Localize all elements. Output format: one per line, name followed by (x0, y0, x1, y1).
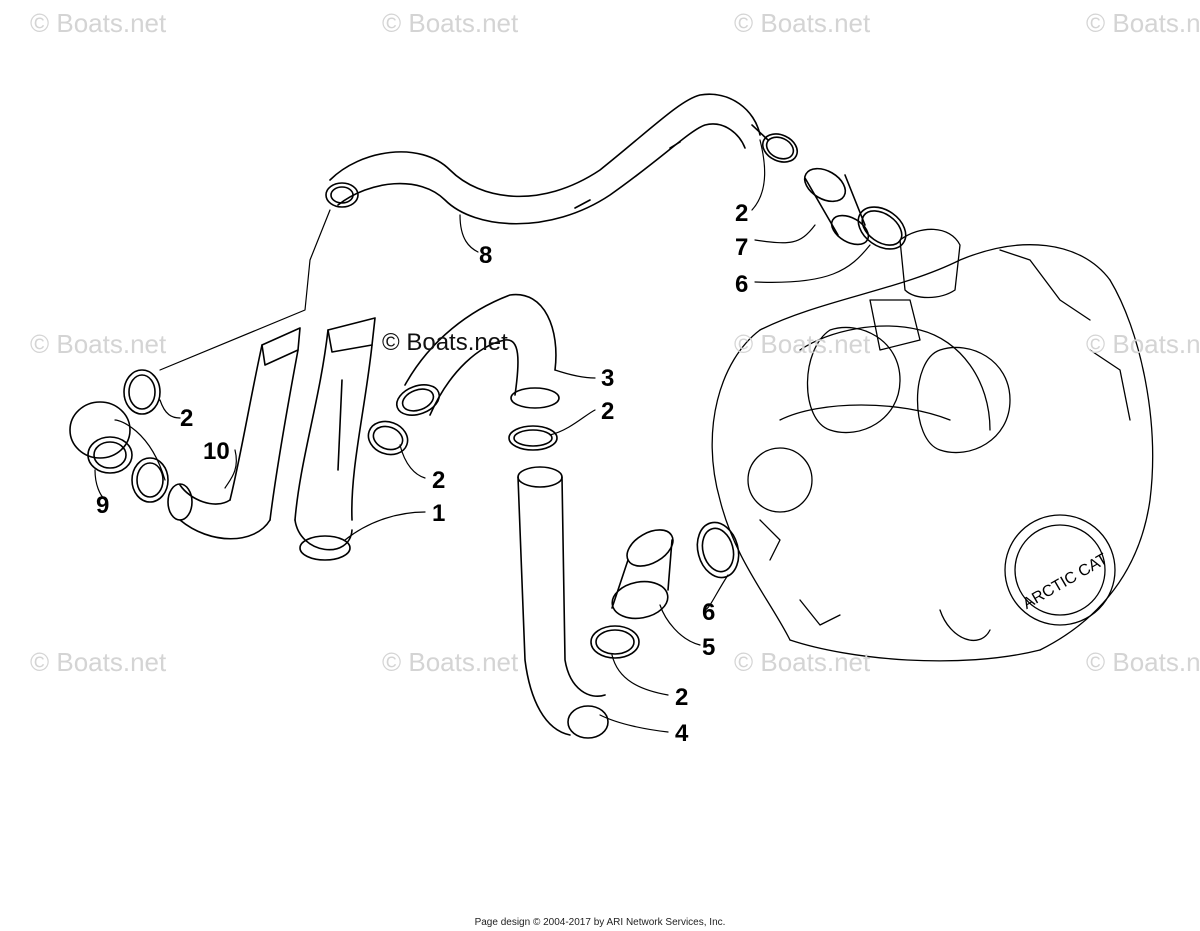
watermark: © Boats.net (1086, 647, 1200, 677)
watermark: © Boats.net (734, 329, 871, 359)
duct-part-8 (325, 93, 769, 225)
boot-part-5 (611, 529, 674, 620)
boot-part-9 (69, 401, 133, 474)
watermark: © Boats.net (1086, 329, 1200, 359)
callout-2: 2 (432, 467, 446, 494)
engine-assembly: ARCTIC CAT (711, 228, 1154, 662)
callout-5: 5 (702, 634, 716, 661)
callout-2: 2 (180, 405, 194, 432)
callout-6: 6 (735, 271, 749, 298)
boot-part-7 (803, 167, 870, 246)
callout-7: 7 (735, 234, 749, 261)
clamp-part-2-left-lower (131, 457, 169, 503)
watermark: © Boats.net (382, 647, 519, 677)
callout-10: 10 (203, 438, 230, 465)
callout-4: 4 (675, 720, 689, 747)
duct-part-3 (395, 293, 560, 416)
watermark: © Boats.net (30, 647, 167, 677)
clamp-part-2-lower (590, 625, 640, 659)
callout-2: 2 (735, 200, 749, 227)
callout-1: 1 (432, 500, 446, 527)
leader-lines (94, 139, 871, 733)
center-watermark: © Boats.net (382, 329, 508, 356)
callout-9: 9 (96, 492, 110, 519)
svg-text:ARCTIC CAT: ARCTIC CAT (1020, 551, 1111, 613)
duct-part-10 (167, 327, 301, 540)
callout-6: 6 (702, 599, 716, 626)
clamp-part-6-lower (696, 521, 740, 579)
clamp-part-2-mid (508, 425, 558, 451)
watermark: © Boats.net (30, 329, 167, 359)
callout-3: 3 (601, 365, 615, 392)
callout-2: 2 (675, 684, 689, 711)
watermark: © Boats.net (1086, 8, 1200, 38)
clamp-part-6-top (857, 206, 907, 250)
footer-credit: Page design © 2004-2017 by ARI Network S… (474, 917, 726, 928)
duct-part-4 (517, 466, 609, 739)
clamp-part-2-top (761, 133, 799, 163)
clamp-part-2-mid-left (367, 420, 409, 456)
clamp-part-2-left-upper (123, 369, 161, 415)
watermark: © Boats.net (382, 8, 519, 38)
watermark: © Boats.net (30, 8, 167, 38)
watermark: © Boats.net (734, 8, 871, 38)
callout-2: 2 (601, 398, 615, 425)
duct-part-1 (294, 317, 376, 561)
callout-8: 8 (479, 242, 493, 269)
watermark: © Boats.net (734, 647, 871, 677)
